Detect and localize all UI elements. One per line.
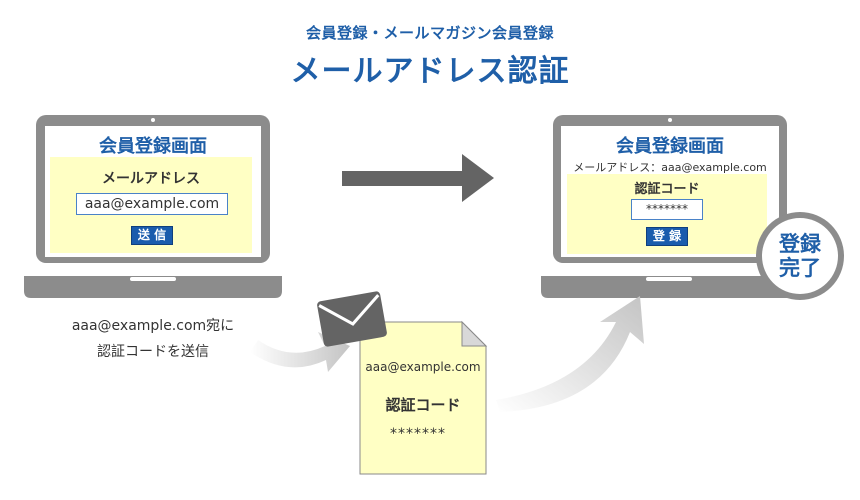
subtitle: 会員登録・メールマガジン会員登録 xyxy=(305,24,554,42)
left-email-input[interactable]: aaa@example.com xyxy=(76,193,228,215)
send-caption-line2: 認証コードを送信 xyxy=(97,344,209,360)
badge-line1: 登録 xyxy=(779,232,821,256)
right-arrow xyxy=(342,154,494,202)
left-screen-title: 会員登録画面 xyxy=(99,136,207,157)
document-code-label: 認証コード xyxy=(385,396,461,414)
document-address: aaa@example.com xyxy=(365,360,481,374)
send-caption: aaa@example.com宛に 認証コードを送信 xyxy=(40,313,266,365)
page-title: メールアドレス認証 xyxy=(290,54,570,89)
right-screen-title: 会員登録画面 xyxy=(616,136,724,157)
send-button[interactable]: 送 信 xyxy=(131,226,173,245)
right-code-label: 認証コード xyxy=(634,182,700,197)
document-code-value: ******* xyxy=(390,426,446,442)
left-laptop xyxy=(24,115,282,298)
right-laptop xyxy=(541,115,799,298)
completion-badge-text: 登録 完了 xyxy=(762,232,838,280)
right-code-input[interactable]: ******* xyxy=(631,199,703,220)
completion-badge xyxy=(756,212,844,300)
badge-line2: 完了 xyxy=(779,256,821,280)
envelope-icon xyxy=(317,291,387,347)
email-document xyxy=(359,320,488,475)
left-email-label: メールアドレス xyxy=(102,171,200,187)
send-caption-line1: aaa@example.com宛に xyxy=(71,318,235,334)
right-email-line: メールアドレス：aaa@example.com xyxy=(573,161,767,174)
curved-arrow-to-laptop xyxy=(496,296,644,412)
register-button[interactable]: 登 録 xyxy=(646,227,688,246)
